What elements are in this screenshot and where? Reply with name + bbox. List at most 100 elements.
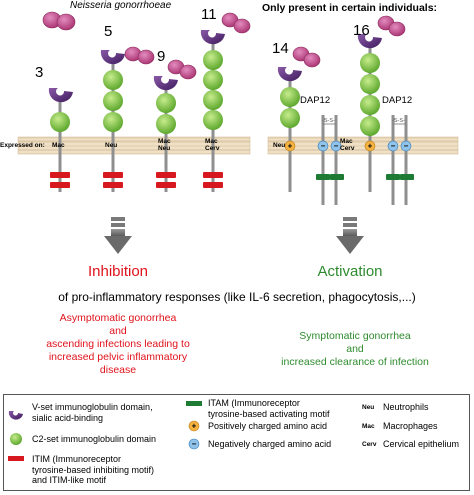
negative-charge-icon [400,140,412,152]
legend-itim-text: ITIM (Immunoreceptor tyrosine-based inhi… [32,454,154,486]
inhibition-outcome-line: ascending infections leading to [46,338,190,350]
legend-itam-line: ITAM (Immunoreceptor [208,398,300,408]
receptor-number-11: 11 [201,6,217,23]
legend-itim-line: ITIM (Immunoreceptor [32,454,122,464]
legend-itam-line: tyrosine-based activating motif [208,408,330,419]
bacterium-icon [42,11,76,31]
bacteria-label: Neisseria gonorrhoeae [70,0,172,11]
legend-vset-line: V-set immunoglobulin domain, [32,402,153,412]
legend [3,394,470,491]
positive-charge-legend-icon [188,420,200,432]
legend-positive-text: Positively charged amino acid [208,421,328,431]
inhibition-outcome: Asymptomatic gonorrhea and ascending inf… [18,312,218,377]
disulfide-label-right: -S-S- [392,118,405,124]
cell-label-neu: Neu [105,142,118,149]
v-set-domain-icon [200,30,225,45]
v-set-domain-icon [48,88,73,103]
membrane-left [17,136,251,155]
activation-heading: Activation [317,263,383,280]
legend-itim-line: and ITIM-like motif [32,475,107,485]
c2-legend-icon [10,433,22,445]
positive-charge-icon [284,140,296,152]
bacterium-icon [292,46,321,68]
siglec-16 [357,34,382,136]
cell-label-neu-2: Neu [158,145,171,152]
dap12-label-left: DAP12 [300,95,331,106]
itam-icon [330,174,344,180]
itam-legend-icon [186,401,202,406]
itim-icon [103,182,123,188]
receptor-number-14: 14 [272,40,289,57]
itim-motifs [50,172,223,188]
dap12-label-right: DAP12 [382,95,413,106]
siglec-9 [153,76,178,134]
cell-label-cerv-right: Cerv [340,145,355,152]
legend-vset-line: sialic acid-binding [32,412,104,423]
bacterium-icon [221,12,251,34]
activation-outcome-line: increased clearance of infection [281,356,429,368]
c2-domain-icon [280,108,300,128]
v-set-domain-icon [277,67,302,82]
svg-text:−: − [321,142,326,151]
c2-domain-icon [203,70,223,90]
inhibition-outcome-line: increased pelvic inflammatory [48,351,188,363]
activation-outcome-line: and [346,343,364,355]
cell-label-neu-right: Neu [273,142,286,149]
legend-mac-abbr: Mac [362,423,375,430]
itim-icon [156,182,176,188]
cell-label-mac-right: Mac [340,138,353,145]
legend-icons: + − [8,401,202,461]
svg-text:−: − [391,142,396,151]
v-set-domain-icon [153,76,178,91]
c2-domain-icon [156,93,176,113]
svg-text:−: − [192,440,197,449]
expressed-on-label: Expressed on: [0,142,45,149]
siglec-3 [48,88,73,132]
c2-domain-icon [360,53,380,73]
disulfide-label-left: -S-S- [322,118,335,124]
c2-domain-icon [156,114,176,134]
receptor-number-3: 3 [35,64,44,81]
c2-domain-icon [103,70,123,90]
c2-domain-icon [203,50,223,70]
cell-label-mac: Mac [52,142,65,149]
c2-domain-icon [203,110,223,130]
c2-domain-icon [360,116,380,136]
itim-icon [156,172,176,178]
legend-itim-line: tyrosine-based inhibiting motif) [32,464,155,475]
c2-domain-icon [280,87,300,107]
legend-cerv-full: Cervical epithelium [383,439,460,449]
itam-icon [400,174,414,180]
siglec-11 [200,30,225,130]
siglec-5 [100,50,125,132]
legend-cerv-abbr: Cerv [362,441,377,448]
itim-legend-icon [8,456,24,461]
cell-label-mac-3: Mac [205,138,218,145]
inhibition-outcome-line: and [109,325,127,337]
svg-text:+: + [192,422,197,431]
v-set-domain-icon [357,34,382,49]
itam-icon [386,174,400,180]
itim-icon [50,172,70,178]
activation-outcome-line: Symptomatic gonorrhea [299,330,411,342]
bacterium-icon [124,46,155,65]
activation-outcome: Symptomatic gonorrhea and increased clea… [260,330,450,369]
legend-neu-full: Neutrophils [383,402,429,412]
itim-icon [50,182,70,188]
legend-neu-abbr: Neu [362,404,375,411]
legend-mac-full: Macrophages [383,421,438,431]
bacterium-icon [377,15,406,37]
svg-text:−: − [404,142,409,151]
inhibition-outcome-line: disease [99,364,137,376]
legend-negative-text: Negatively charged amino acid [208,439,332,449]
c2-domain-icon [360,95,380,115]
v-set-legend-icon [8,411,23,420]
membrane-right [267,136,459,155]
bacteria [42,11,406,80]
svg-text:−: − [334,142,339,151]
itim-icon [203,182,223,188]
inhibition-outcome-line: Asymptomatic gonorrhea [59,312,177,324]
c2-domain-icon [50,112,70,132]
positive-charge-icon [364,140,376,152]
